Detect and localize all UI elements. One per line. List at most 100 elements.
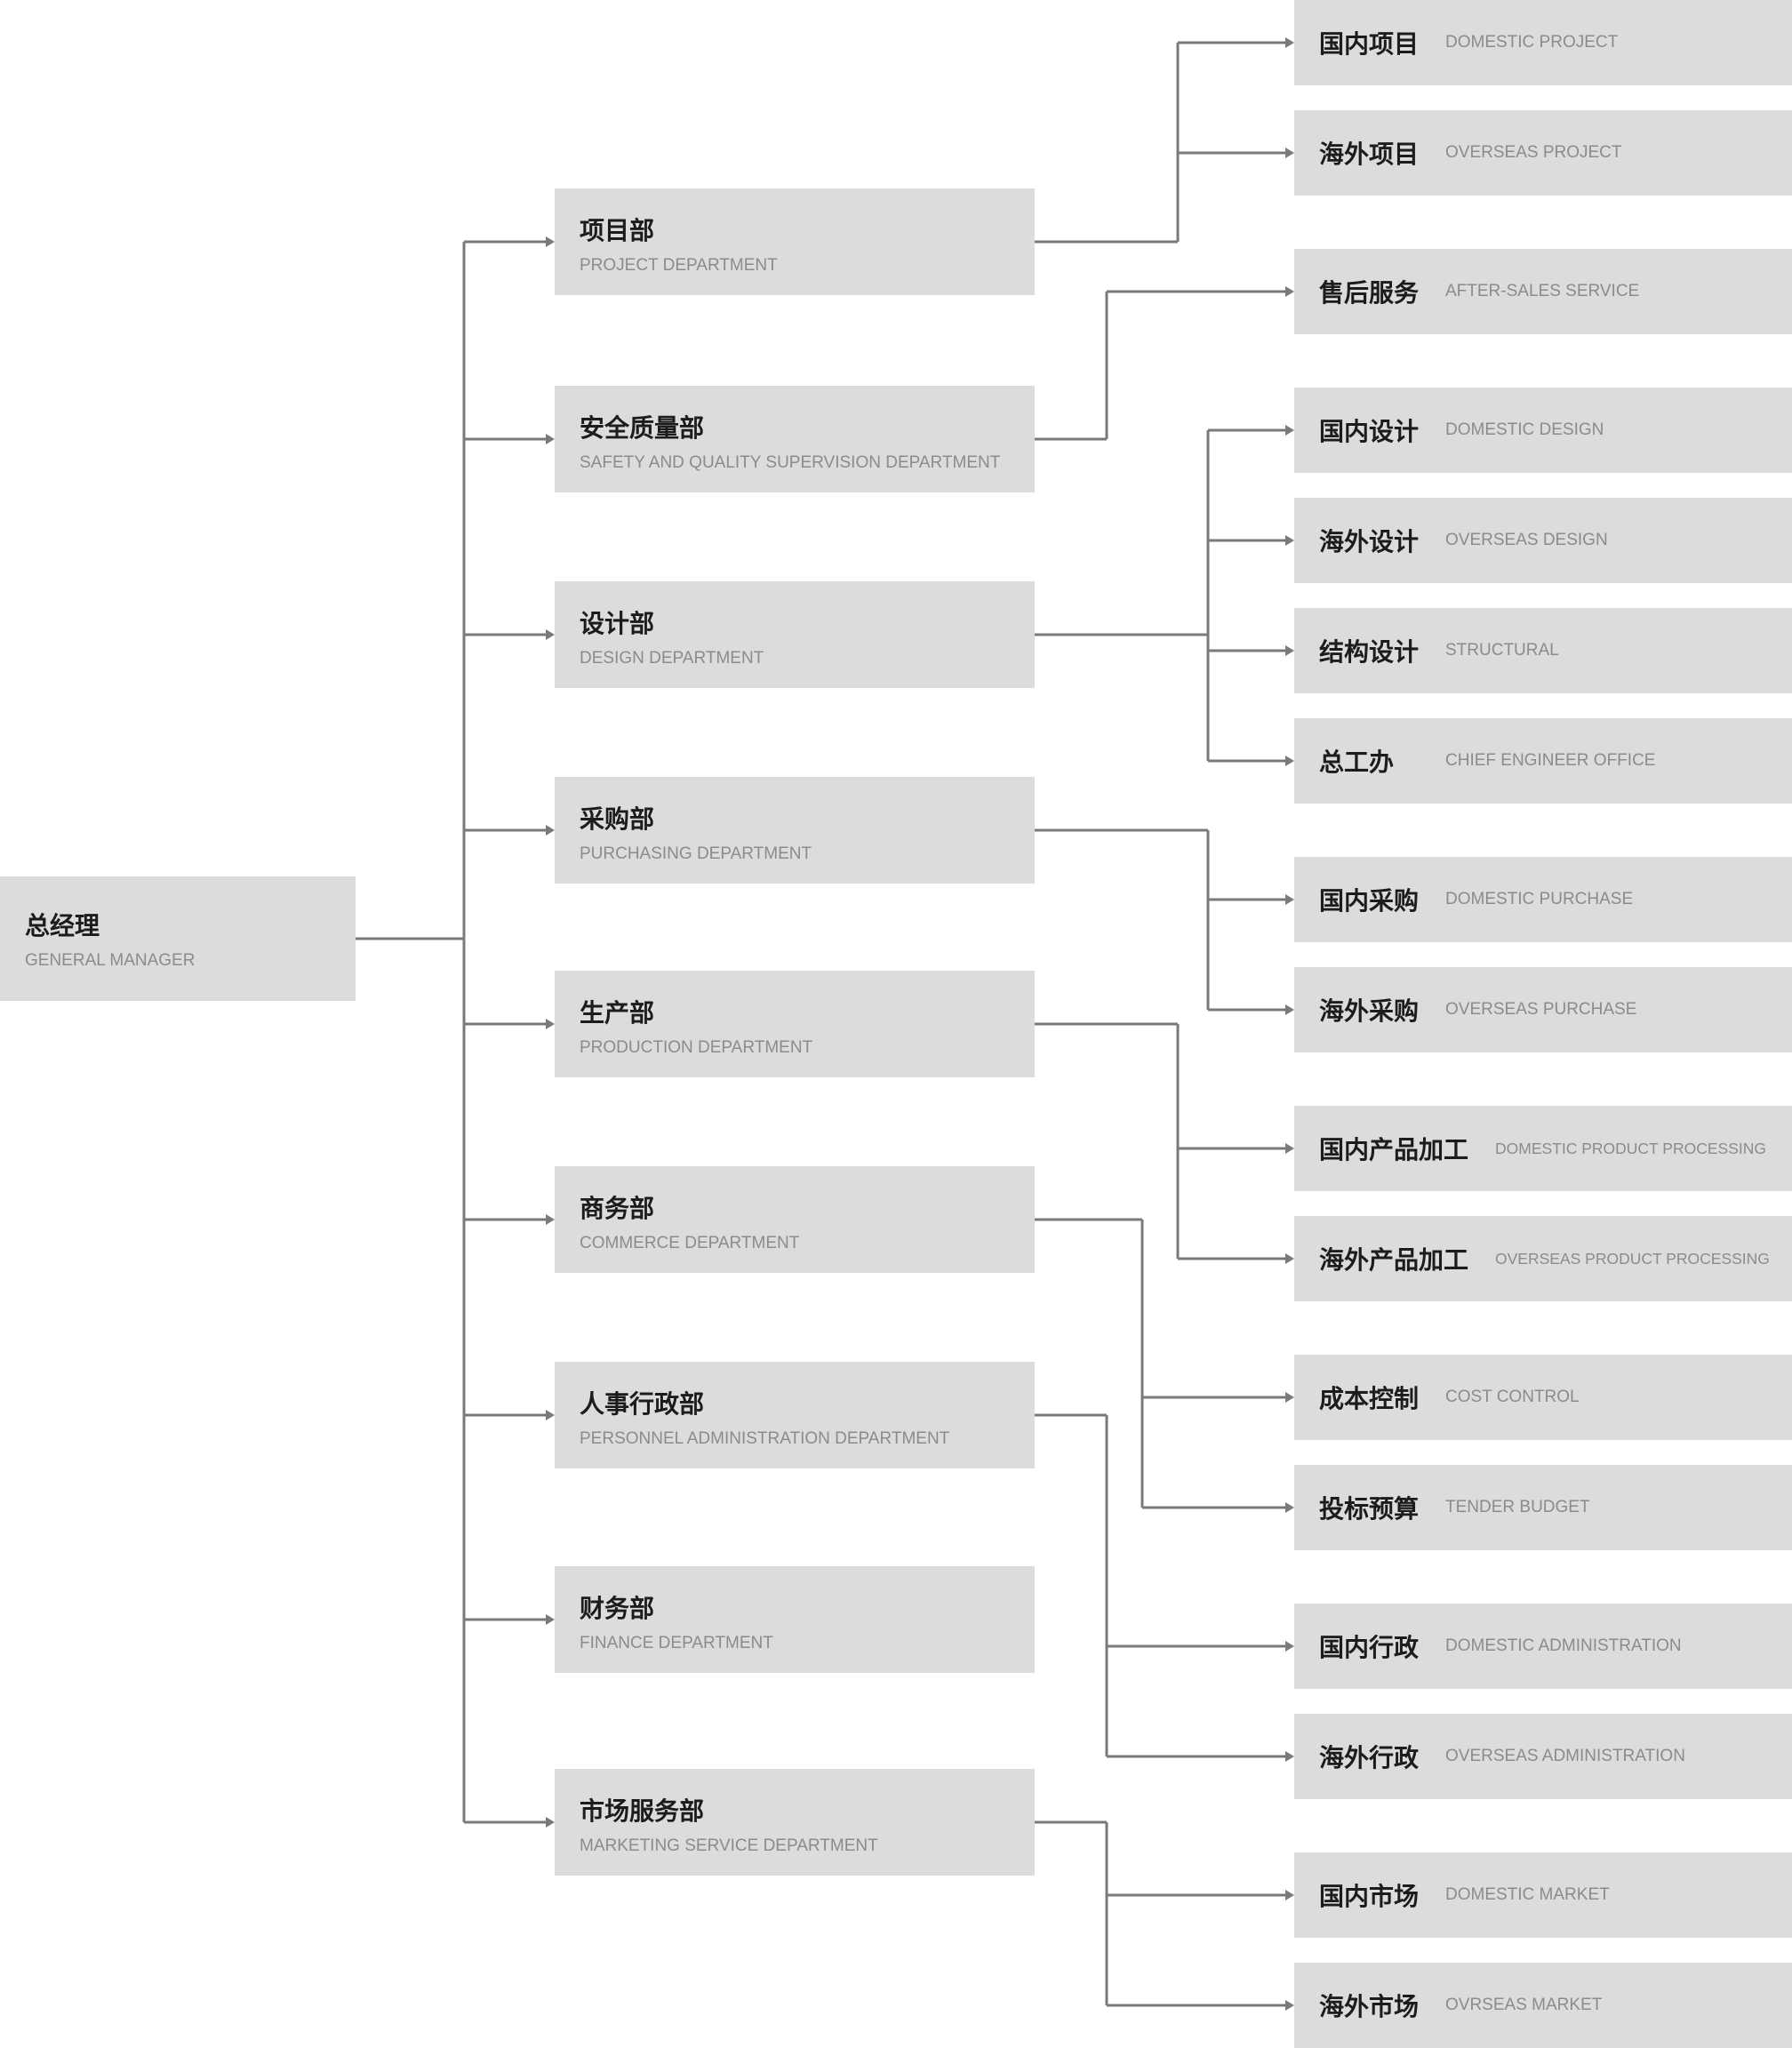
unit-node[interactable]: 国内采购 DOMESTIC PURCHASE <box>1294 857 1792 942</box>
unit-node[interactable]: 海外市场 OVRSEAS MARKET <box>1294 1963 1792 2048</box>
node-title: 国内项目 <box>1319 30 1420 58</box>
node-title: 投标预算 <box>1319 1495 1420 1523</box>
department-node[interactable]: 采购部 PURCHASING DEPARTMENT <box>555 777 1035 884</box>
node-subtitle: TENDER BUDGET <box>1445 1498 1590 1516</box>
unit-node[interactable]: 海外项目 OVERSEAS PROJECT <box>1294 110 1792 196</box>
arrow-head <box>1285 2000 1294 2011</box>
unit-node[interactable]: 国内市场 DOMESTIC MARKET <box>1294 1852 1792 1938</box>
node-subtitle: SAFETY AND QUALITY SUPERVISION DEPARTMEN… <box>580 453 1001 472</box>
node-subtitle: OVERSEAS PRODUCT PROCESSING <box>1495 1249 1770 1268</box>
node-subtitle: GENERAL MANAGER <box>25 951 196 970</box>
node-subtitle: DOMESTIC ADMINISTRATION <box>1445 1636 1682 1655</box>
node-subtitle: MARKETING SERVICE DEPARTMENT <box>580 1836 878 1855</box>
arrow-head <box>1285 535 1294 546</box>
unit-node[interactable]: 海外采购 OVERSEAS PURCHASE <box>1294 967 1792 1052</box>
node-title: 国内采购 <box>1319 887 1420 915</box>
unit-node[interactable]: 国内产品加工 DOMESTIC PRODUCT PROCESSING <box>1294 1106 1792 1191</box>
node-subtitle: COST CONTROL <box>1445 1388 1580 1406</box>
unit-node[interactable]: 售后服务 AFTER-SALES SERVICE <box>1294 249 1792 334</box>
node-subtitle: PRODUCTION DEPARTMENT <box>580 1038 813 1057</box>
node-title: 生产部 <box>580 999 655 1027</box>
node-subtitle: OVERSEAS DESIGN <box>1445 531 1608 549</box>
unit-node[interactable]: 海外产品加工 OVERSEAS PRODUCT PROCESSING <box>1294 1216 1792 1301</box>
node-subtitle: COMMERCE DEPARTMENT <box>580 1234 800 1252</box>
department-node[interactable]: 安全质量部 SAFETY AND QUALITY SUPERVISION DEPA… <box>555 386 1035 492</box>
node-title: 采购部 <box>580 805 655 833</box>
arrow-head <box>1285 1004 1294 1015</box>
node-subtitle: DOMESTIC MARKET <box>1445 1885 1610 1904</box>
arrow-head <box>1285 1751 1294 1762</box>
arrow-head <box>1285 894 1294 905</box>
arrow-head <box>1285 1890 1294 1900</box>
node-title: 商务部 <box>580 1195 655 1222</box>
node-title: 海外采购 <box>1319 997 1420 1025</box>
node-title: 项目部 <box>580 217 655 244</box>
node-title: 总经理 <box>25 912 100 940</box>
node-subtitle: PURCHASING DEPARTMENT <box>580 844 812 863</box>
node-title: 海外市场 <box>1319 1993 1420 2020</box>
node-subtitle: STRUCTURAL <box>1445 641 1559 660</box>
arrow-head <box>546 1019 555 1029</box>
unit-node[interactable]: 国内项目 DOMESTIC PROJECT <box>1294 0 1792 85</box>
department-node[interactable]: 生产部 PRODUCTION DEPARTMENT <box>555 971 1035 1077</box>
node-subtitle: DESIGN DEPARTMENT <box>580 649 764 668</box>
node-subtitle: OVERSEAS PROJECT <box>1445 143 1622 162</box>
arrow-head <box>1285 286 1294 297</box>
arrow-head <box>1285 37 1294 48</box>
arrow-head <box>1285 645 1294 656</box>
node-title: 售后服务 <box>1319 279 1420 307</box>
node-title: 海外行政 <box>1319 1744 1420 1772</box>
node-title: 成本控制 <box>1319 1385 1420 1412</box>
arrow-head <box>546 629 555 640</box>
arrow-head <box>1285 1392 1294 1403</box>
arrow-head <box>546 236 555 247</box>
department-node[interactable]: 财务部 FINANCE DEPARTMENT <box>555 1566 1035 1673</box>
arrow-head <box>546 1614 555 1625</box>
arrow-head <box>1285 1502 1294 1513</box>
unit-node[interactable]: 国内行政 DOMESTIC ADMINISTRATION <box>1294 1604 1792 1689</box>
arrow-head <box>1285 756 1294 766</box>
unit-node[interactable]: 国内设计 DOMESTIC DESIGN <box>1294 388 1792 473</box>
unit-node[interactable]: 投标预算 TENDER BUDGET <box>1294 1465 1792 1550</box>
node-title: 结构设计 <box>1319 638 1420 666</box>
node-subtitle: DOMESTIC PRODUCT PROCESSING <box>1495 1139 1766 1157</box>
node-title: 国内市场 <box>1319 1883 1420 1910</box>
unit-node[interactable]: 结构设计 STRUCTURAL <box>1294 608 1792 693</box>
department-node[interactable]: 设计部 DESIGN DEPARTMENT <box>555 581 1035 688</box>
arrow-head <box>546 1817 555 1828</box>
node-subtitle: DOMESTIC DESIGN <box>1445 420 1604 439</box>
arrow-head <box>1285 1641 1294 1652</box>
node-title: 财务部 <box>580 1595 655 1622</box>
node-subtitle: DOMESTIC PURCHASE <box>1445 890 1634 908</box>
arrow-head <box>1285 1143 1294 1154</box>
node-title: 海外项目 <box>1319 140 1420 168</box>
department-node[interactable]: 商务部 COMMERCE DEPARTMENT <box>555 1166 1035 1273</box>
node-subtitle: AFTER-SALES SERVICE <box>1445 282 1640 300</box>
node-title: 设计部 <box>580 610 655 637</box>
department-node[interactable]: 项目部 PROJECT DEPARTMENT <box>555 188 1035 295</box>
general-manager-node[interactable]: 总经理 GENERAL MANAGER <box>0 876 356 1001</box>
arrow-head <box>1285 425 1294 436</box>
node-subtitle: FINANCE DEPARTMENT <box>580 1634 773 1652</box>
node-subtitle: PERSONNEL ADMINISTRATION DEPARTMENT <box>580 1429 950 1448</box>
arrow-head <box>546 825 555 836</box>
node-subtitle: OVERSEAS PURCHASE <box>1445 1000 1637 1019</box>
node-title: 国内产品加工 <box>1319 1136 1469 1164</box>
node-subtitle: OVRSEAS MARKET <box>1445 1996 1603 2014</box>
node-title: 安全质量部 <box>580 414 705 442</box>
unit-node[interactable]: 成本控制 COST CONTROL <box>1294 1355 1792 1440</box>
node-subtitle: DOMESTIC PROJECT <box>1445 33 1619 52</box>
department-node[interactable]: 市场服务部 MARKETING SERVICE DEPARTMENT <box>555 1769 1035 1876</box>
arrow-head <box>1285 148 1294 158</box>
node-subtitle: PROJECT DEPARTMENT <box>580 256 778 275</box>
node-title: 市场服务部 <box>580 1797 705 1825</box>
node-title: 国内设计 <box>1319 418 1420 445</box>
arrow-head <box>1285 1253 1294 1264</box>
node-title: 海外产品加工 <box>1319 1246 1469 1274</box>
node-title: 国内行政 <box>1319 1634 1420 1661</box>
